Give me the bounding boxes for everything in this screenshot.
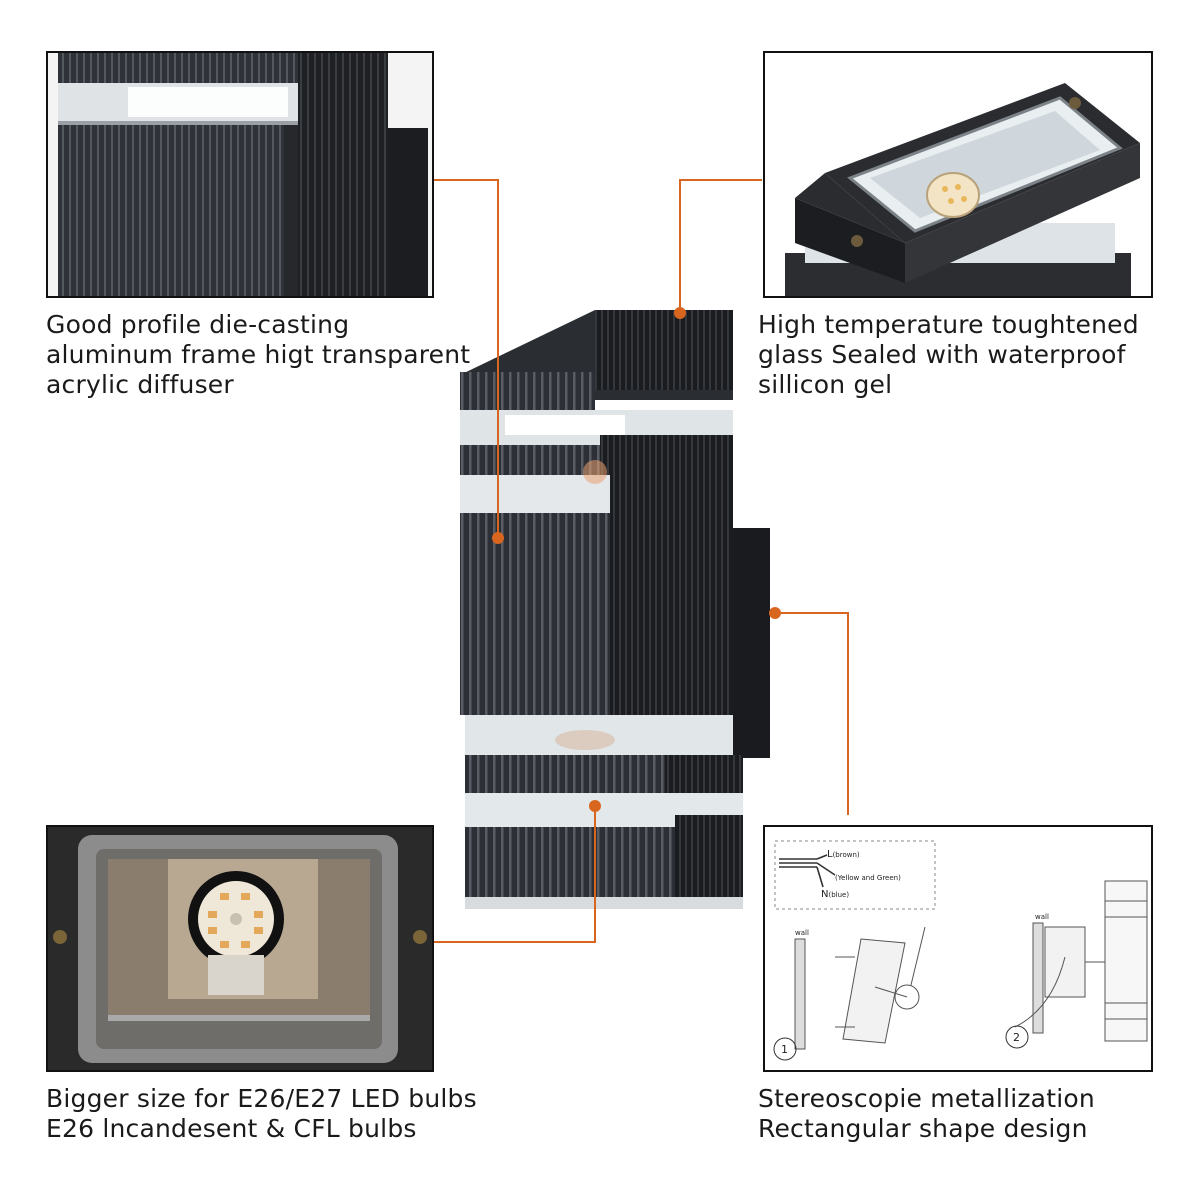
wall-label-2: wall: [1035, 913, 1049, 921]
caption-design: Stereoscopie metallization Rectangular s…: [758, 1084, 1095, 1143]
panel-bulb-closeup: [46, 825, 434, 1072]
bulb-closeup-image: [48, 827, 432, 1070]
frame-closeup-image: [48, 53, 432, 296]
wall-label-1: wall: [795, 929, 809, 937]
panel-installation-diagram: L(brown) (Yellow and Green) N(blue) wall…: [763, 825, 1153, 1072]
caption-bulb: Bigger size for E26/E27 LED bulbs E26 ln…: [46, 1084, 477, 1143]
installation-diagram: L(brown) (Yellow and Green) N(blue) wall…: [765, 827, 1151, 1070]
wire-n-color: (blue): [828, 891, 849, 899]
callout-line-top-right: [679, 179, 762, 313]
wire-l-label: L: [827, 849, 833, 860]
wire-ground-label: (Yellow and Green): [835, 874, 901, 882]
panel-frame-closeup: [46, 51, 434, 298]
callout-line-bottom-right: [775, 612, 849, 815]
step-2-label: 2: [1013, 1031, 1020, 1044]
wire-n-label: N: [821, 889, 828, 900]
svg-text:L(brown): L(brown): [827, 849, 860, 860]
caption-frame: Good profile die-casting aluminum frame …: [46, 310, 471, 399]
panel-glass-closeup: [763, 51, 1153, 298]
svg-text:N(blue): N(blue): [821, 889, 849, 900]
glass-closeup-image: [765, 53, 1151, 296]
wire-l-color: (brown): [833, 851, 860, 859]
step-1-label: 1: [781, 1043, 788, 1056]
caption-glass: High temperature toughtened glass Sealed…: [758, 310, 1139, 399]
wall-lamp-image: [460, 310, 770, 909]
